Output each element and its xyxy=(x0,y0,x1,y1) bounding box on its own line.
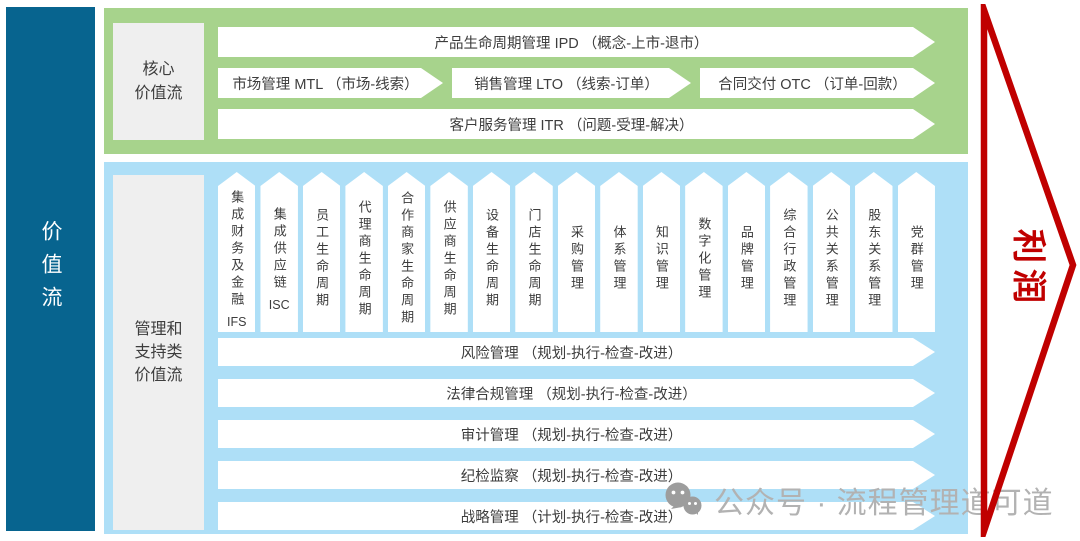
support-column-partner-lifecycle: 合作商家生命周期 xyxy=(387,172,426,332)
support-column-code: ISC xyxy=(268,297,290,312)
support-column-label: 品牌管理 xyxy=(738,225,754,293)
support-column-procurement: 采购管理 xyxy=(557,172,596,332)
support-column-label: 知识管理 xyxy=(653,225,669,293)
support-column-label: 门店生命周期 xyxy=(526,208,542,310)
support-bar-risk-label: 风险管理 （规划-执行-检查-改进） xyxy=(460,345,683,362)
process-bar-mtl-label: 市场管理 MTL （市场-线索） xyxy=(232,76,419,93)
process-bar-itr: 客户服务管理 ITR （问题-受理-解决） xyxy=(218,109,935,139)
support-bar-risk: 风险管理 （规划-执行-检查-改进） xyxy=(218,338,935,366)
process-bar-otc-label: 合同交付 OTC （订单-回款） xyxy=(718,76,907,93)
support-column-supplier-lifecycle: 供应商生命周期 xyxy=(430,172,468,332)
support-column-label: 集成财务及金融 xyxy=(229,189,245,309)
support-column-digital-mgmt: 数字化管理 xyxy=(685,172,723,332)
support-bar-legal-label: 法律合规管理 （规划-执行-检查-改进） xyxy=(446,386,697,403)
support-column-equipment-lifecycle: 设备生命周期 xyxy=(472,172,511,332)
core-rows: 产品生命周期管理 IPD （概念-上市-退市） 市场管理 MTL （市场-线索）… xyxy=(218,27,935,139)
core-value-streams-panel: 核心 价值流 产品生命周期管理 IPD （概念-上市-退市） 市场管理 MTL … xyxy=(104,8,968,154)
value-stream-sidebar: 价值流 xyxy=(6,7,95,531)
core-chain-row: 市场管理 MTL （市场-线索） 销售管理 LTO （线索-订单） 合同交付 O… xyxy=(218,68,935,98)
support-value-streams-panel: 管理和 支持类 价值流 集成财务及金融 IFS 集成供应链 ISC 员工生命周期… xyxy=(104,162,968,534)
value-stream-label: 价值流 xyxy=(39,219,62,319)
support-column-code: IFS xyxy=(227,314,247,329)
process-bar-lto: 销售管理 LTO （线索-订单） xyxy=(452,68,691,98)
process-bar-ipd-label: 产品生命周期管理 IPD （概念-上市-退市） xyxy=(434,35,709,52)
support-column-label: 公共关系管理 xyxy=(823,208,839,310)
support-column-label: 代理商生命周期 xyxy=(356,199,372,319)
support-column-brand-mgmt: 品牌管理 xyxy=(727,172,766,332)
support-column-party-mgmt: 党群管理 xyxy=(897,172,935,332)
support-bar-audit-label: 审计管理 （规划-执行-检查-改进） xyxy=(460,427,683,444)
support-column-agent-lifecycle: 代理商生命周期 xyxy=(345,172,383,332)
support-column-label: 股东关系管理 xyxy=(866,208,882,310)
support-column-shareholder-relations: 股东关系管理 xyxy=(855,172,893,332)
support-bar-discipline-inspection: 纪检监察 （规划-执行-检查-改进） xyxy=(218,461,935,489)
support-column-label: 设备生命周期 xyxy=(484,208,500,310)
support-column-label: 供应商生命周期 xyxy=(441,199,457,319)
support-bar-discipline-label: 纪检监察 （规划-执行-检查-改进） xyxy=(460,468,683,485)
support-column-label: 综合行政管理 xyxy=(781,208,797,310)
support-column-employee-lifecycle: 员工生命周期 xyxy=(302,172,341,332)
process-bar-itr-label: 客户服务管理 ITR （问题-受理-解决） xyxy=(449,117,694,134)
support-column-knowledge-mgmt: 知识管理 xyxy=(642,172,681,332)
profit-arrow xyxy=(980,4,1077,537)
support-column-label: 体系管理 xyxy=(611,225,627,293)
support-panel-label: 管理和 支持类 价值流 xyxy=(113,175,204,530)
support-column-store-lifecycle: 门店生命周期 xyxy=(515,172,553,332)
support-column-system-mgmt: 体系管理 xyxy=(600,172,638,332)
support-bars: 风险管理 （规划-执行-检查-改进） 法律合规管理 （规划-执行-检查-改进） … xyxy=(218,338,935,530)
support-column-label: 数字化管理 xyxy=(696,216,712,302)
support-column-label: 党群管理 xyxy=(908,225,924,293)
support-column-label: 员工生命周期 xyxy=(314,208,330,310)
support-bar-strategy-label: 战略管理 （计划-执行-检查-改进） xyxy=(460,509,683,526)
core-panel-label: 核心 价值流 xyxy=(113,23,204,140)
support-column-label: 集成供应链 xyxy=(271,206,287,292)
process-bar-lto-label: 销售管理 LTO （线索-订单） xyxy=(474,76,659,93)
support-bar-legal-compliance: 法律合规管理 （规划-执行-检查-改进） xyxy=(218,379,935,407)
support-column-isc: 集成供应链 ISC xyxy=(260,172,298,332)
process-bar-otc: 合同交付 OTC （订单-回款） xyxy=(700,68,935,98)
wechat-icon xyxy=(665,482,702,515)
support-columns: 集成财务及金融 IFS 集成供应链 ISC 员工生命周期 代理商生命周期 合作商… xyxy=(218,172,935,332)
support-bar-strategy: 战略管理 （计划-执行-检查-改进） xyxy=(218,502,935,530)
process-bar-mtl: 市场管理 MTL （市场-线索） xyxy=(218,68,443,98)
profit-label: 利润 xyxy=(1009,229,1047,309)
support-column-admin-mgmt: 综合行政管理 xyxy=(770,172,808,332)
support-column-ifs: 集成财务及金融 IFS xyxy=(218,172,256,332)
support-column-label: 合作商家生命周期 xyxy=(399,191,415,327)
support-column-public-relations: 公共关系管理 xyxy=(812,172,851,332)
support-bar-audit: 审计管理 （规划-执行-检查-改进） xyxy=(218,420,935,448)
support-column-label: 采购管理 xyxy=(568,225,584,293)
process-bar-ipd: 产品生命周期管理 IPD （概念-上市-退市） xyxy=(218,27,935,57)
